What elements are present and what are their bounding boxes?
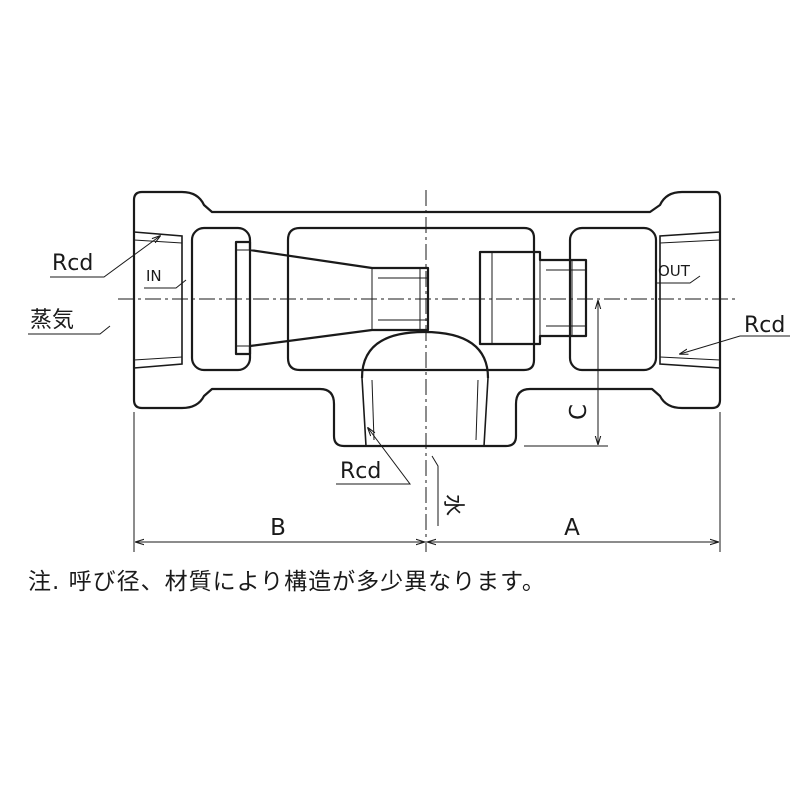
suction-dome — [360, 330, 490, 379]
dimension-b-label: B — [270, 515, 286, 541]
dimension-c-label: C — [566, 404, 592, 420]
steam-label: 蒸気 — [30, 308, 74, 333]
steam-nozzle — [234, 240, 430, 356]
diffuser — [478, 250, 588, 346]
rcd-right-label: Rcd — [744, 313, 785, 338]
inlet-bore — [133, 231, 183, 369]
inlet-label: IN — [146, 267, 162, 285]
water-label: 水 — [440, 494, 465, 516]
body-outline — [132, 190, 722, 448]
outlet-bore — [659, 231, 721, 369]
rcd-bottom-label: Rcd — [340, 459, 381, 484]
outlet-label: OUT — [658, 262, 691, 280]
dimension-a-label: A — [564, 515, 580, 541]
mixing-chamber — [286, 226, 536, 372]
water-port-bore — [361, 377, 489, 447]
footnote: 注. 呼び径、材質により構造が多少異なります。 — [28, 569, 546, 595]
rcd-left-label: Rcd — [52, 251, 93, 276]
